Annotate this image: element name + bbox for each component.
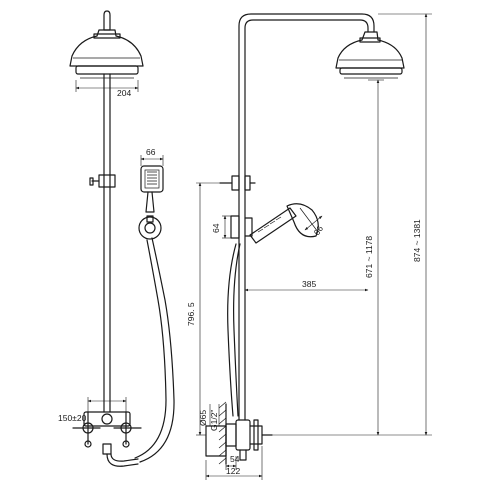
dim-handshower-height: 796. 5 — [186, 302, 196, 326]
side-wall-bracket — [219, 175, 256, 191]
front-head-face — [75, 65, 139, 75]
dim-valve-spacing: 150±20 — [58, 413, 87, 423]
side-hand-shower-holder — [230, 203, 319, 244]
front-hose-holder — [138, 216, 162, 240]
side-mixer-body — [235, 419, 251, 451]
dim-depth-total: 122 — [226, 466, 240, 476]
front-left-handle — [72, 411, 101, 448]
front-right-handle — [113, 411, 142, 448]
dim-total-height-range: 874 ~ 1381 — [412, 219, 422, 262]
side-view: 385 64 66 796. 5 671 ~ 1178 874 ~ 1381 Ø… — [186, 13, 432, 480]
front-head-collar — [93, 33, 121, 39]
front-head-stem — [103, 10, 111, 31]
dim-holder-height: 64 — [211, 223, 221, 233]
front-hand-shower — [140, 165, 164, 213]
dim-outlet-diameter: Ø65 — [198, 410, 208, 426]
front-shower-head — [69, 29, 144, 67]
dim-head-height-range: 671 ~ 1178 — [364, 236, 374, 278]
dim-head-diameter: 204 — [117, 88, 131, 98]
front-mixer-body — [83, 411, 131, 427]
dim-arm-length: 385 — [302, 279, 316, 289]
dim-hand-shower-diameter: 66 — [146, 147, 156, 157]
front-slide-bracket — [98, 174, 116, 188]
dim-depth-small: 54 — [230, 454, 240, 464]
dim-thread: G1/2" — [209, 410, 219, 431]
side-shower-head — [335, 31, 405, 69]
side-hand-shower-handle — [249, 207, 297, 244]
front-view: 204 66 150±20 — [58, 10, 175, 467]
